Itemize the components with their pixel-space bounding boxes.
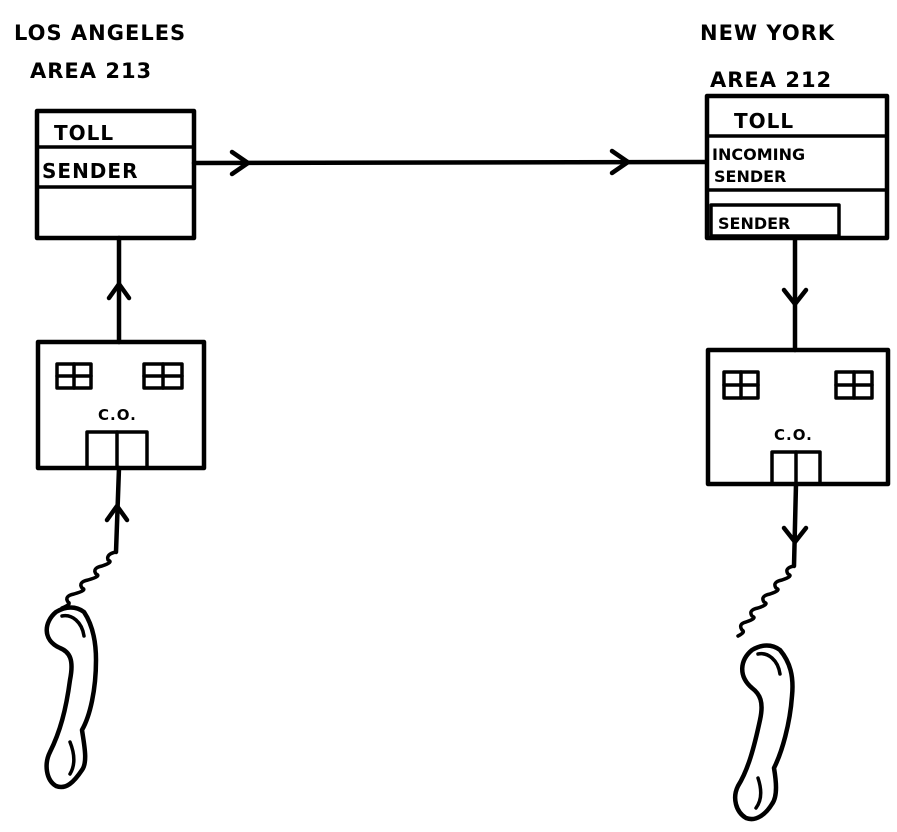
right-incoming-label: INCOMING <box>712 145 805 164</box>
left-handset-inner <box>62 616 84 774</box>
right-co-label: C.O. <box>774 426 813 444</box>
left-co-building <box>38 342 204 468</box>
right-sender-label: SENDER <box>718 214 790 233</box>
left-co-window-right <box>144 364 182 388</box>
right-incoming-sender-label: SENDER <box>714 167 786 186</box>
left-co-window-left <box>57 364 91 388</box>
right-co-to-phone-line <box>794 484 796 566</box>
left-sender-label: SENDER <box>42 159 138 183</box>
right-city-label: NEW YORK <box>700 21 835 45</box>
left-central-office: C.O. <box>38 342 204 468</box>
right-telephone-handset-icon <box>735 646 792 820</box>
right-toll-office: TOLL INCOMING SENDER SENDER <box>707 96 887 238</box>
new-york-side: NEW YORK AREA 212 TOLL INCOMING SENDER S… <box>700 21 888 819</box>
left-coiled-cord <box>62 552 116 608</box>
trunk-line <box>194 151 706 174</box>
right-co-window-right <box>836 372 872 398</box>
right-co-building <box>708 350 888 484</box>
left-co-label: C.O. <box>98 406 137 424</box>
los-angeles-side: LOS ANGELES AREA 213 TOLL SENDER <box>14 21 204 787</box>
left-area-label: AREA 213 <box>30 59 152 83</box>
left-toll-label: TOLL <box>54 121 114 145</box>
right-coiled-cord <box>738 566 794 636</box>
right-area-label: AREA 212 <box>710 68 832 92</box>
left-city-label: LOS ANGELES <box>14 21 186 45</box>
right-toll-label: TOLL <box>734 109 794 133</box>
right-central-office: C.O. <box>708 350 888 484</box>
left-toll-office: TOLL SENDER <box>37 111 194 238</box>
left-telephone-handset-icon <box>47 608 96 788</box>
right-co-window-left <box>724 372 758 398</box>
